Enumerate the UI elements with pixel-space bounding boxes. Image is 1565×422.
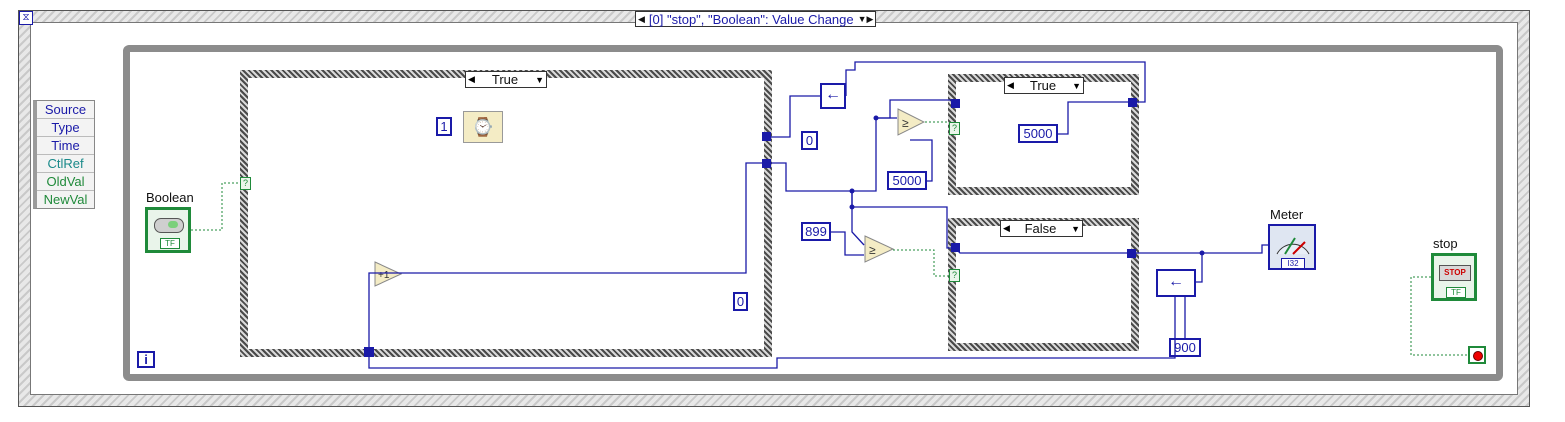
wire-case3-in [954,247,1131,254]
stop-tf-badge: TF [1446,287,1466,298]
junction-4 [1199,250,1205,256]
meter-gauge-icon [1276,237,1310,255]
wire-boolean [191,182,240,231]
wire-cmp1-to-case2 [845,61,1146,103]
case-1-selector[interactable]: ◀ True ▼ [465,71,547,88]
zero-constant[interactable]: 0 [801,131,818,150]
stop-dot-icon [1473,351,1483,361]
tunnel-4 [951,99,960,108]
wire-899 [831,231,864,256]
event-field-newval: NewVal [43,192,88,207]
stop-label: stop [1433,236,1458,251]
wire-junction-down [851,191,955,249]
case-2-dropdown-icon[interactable]: ▼ [1072,80,1081,91]
tunnel-6 [951,243,960,252]
meter-label: Meter [1270,207,1304,222]
wire-cmp2-bool [893,249,949,277]
wire-case2-in [876,99,955,119]
event-field-ctlref: CtlRef [37,155,94,173]
case-1-prev-icon[interactable]: ◀ [468,74,475,84]
switch-knob-icon [168,221,178,228]
5000-constant-b[interactable]: 5000 [1018,124,1058,143]
wire-loop-counter [368,272,400,352]
event-case-label: [0] "stop", "Boolean": Value Change [648,11,854,27]
wire-replace2 [1196,253,1203,283]
replace-element-node-1[interactable]: ← [820,83,846,109]
case-3-selector-terminal: ? [949,269,960,282]
greater-equal-compare-icon-1[interactable]: ≥ [897,108,926,139]
case-2-selector[interactable]: ◀ True ▼ [1004,77,1084,94]
meter-indicator-terminal[interactable]: I32 [1268,224,1316,270]
wire-shift-register [368,297,1176,369]
wire-junction-up [852,117,897,192]
junction-2 [873,115,879,121]
wire-stop [1410,276,1468,356]
wire-5000b [1058,101,1133,135]
wire-meter [1131,244,1268,254]
svg-text:≥: ≥ [902,116,909,130]
event-field-source: Source [37,101,94,119]
meter-i32-badge: I32 [1281,258,1305,269]
case-2-prev-icon[interactable]: ◀ [1007,80,1014,90]
899-constant[interactable]: 899 [801,222,831,241]
increment-glyph: +1 [378,270,390,281]
event-case-selector[interactable]: ◀ [0] "stop", "Boolean": Value Change ▼ … [635,11,877,27]
case-2-selector-terminal: ? [949,122,960,135]
5000-constant-a[interactable]: 5000 [887,171,927,190]
tunnel-2 [762,159,771,168]
junction-1 [849,188,855,194]
900-constant[interactable]: 900 [1169,338,1201,357]
timeout-terminal-icon[interactable]: ⧖ [19,11,33,25]
increment-function-icon[interactable]: +1 [374,261,403,290]
case-3-dropdown-icon[interactable]: ▼ [1071,223,1080,234]
case-1-value: True [491,72,519,87]
tunnel-3 [364,347,374,357]
case-2-value: True [1029,78,1057,93]
case-1-dropdown-icon[interactable]: ▼ [535,74,544,85]
zero-constant-inner[interactable]: 0 [733,292,748,311]
prev-case-arrow-icon[interactable]: ◀ [638,14,645,24]
boolean-tf-badge: TF [160,238,180,249]
wait-ms-constant[interactable]: 1 [436,117,452,136]
boolean-label: Boolean [146,190,194,205]
wire-5000a [910,139,933,182]
event-field-type: Type [37,119,94,137]
tunnel-5 [1128,98,1137,107]
stop-control-terminal[interactable]: STOP TF [1431,253,1477,301]
case-3-value: False [1024,221,1057,236]
tunnel-1 [762,132,771,141]
loop-condition-terminal-icon[interactable] [1468,346,1486,364]
wait-ms-function-icon[interactable]: ⌚ [463,111,503,143]
unwired-terminal-marker: ? [240,177,251,190]
case-3-prev-icon[interactable]: ◀ [1003,223,1010,233]
wire-tunnel-b [768,162,852,192]
dropdown-arrow-icon[interactable]: ▼ [857,14,867,24]
event-data-node[interactable]: Source Type Time CtlRef OldVal NewVal [33,100,95,209]
junction-3 [849,204,855,210]
next-case-arrow-icon[interactable]: ▶ [866,14,874,24]
event-field-time: Time [37,137,94,155]
wire-tunnel-a [768,95,820,138]
iteration-terminal[interactable]: i [137,351,155,368]
tunnel-7 [1127,249,1136,258]
event-field-oldval: OldVal [37,173,94,191]
wire-increment-out [400,162,768,274]
boolean-control-terminal[interactable]: TF [145,207,191,253]
case-3-selector[interactable]: ◀ False ▼ [1000,220,1083,237]
svg-text:≥: ≥ [869,243,876,257]
while-loop[interactable] [123,45,1503,381]
greater-equal-compare-icon-2[interactable]: ≥ [864,235,895,266]
wire-to-cmp2 [851,191,865,246]
replace-element-node-2[interactable]: ← [1156,269,1196,297]
case-structure-1[interactable] [240,70,772,357]
stop-button-icon: STOP [1439,265,1471,281]
case-structure-3[interactable] [948,218,1139,351]
